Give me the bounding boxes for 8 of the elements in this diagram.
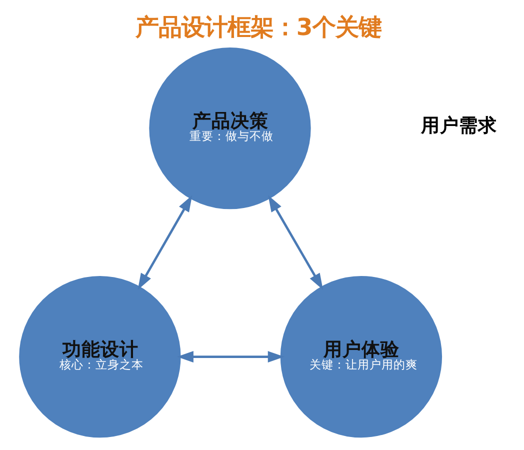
label: 用户需求 (420, 116, 496, 137)
diagram-title: 产品设计框架：3个关键 (134, 13, 382, 42)
arrow (268, 195, 323, 290)
node-circle: 产品决策 重要：做与不做 (148, 48, 310, 210)
node-circle: 用户体验 关键：让用户用的爽 (280, 276, 442, 438)
node-circle: 功能设计 核心：立身之本 (18, 276, 180, 438)
arrow (137, 195, 192, 290)
arrow (176, 351, 284, 363)
